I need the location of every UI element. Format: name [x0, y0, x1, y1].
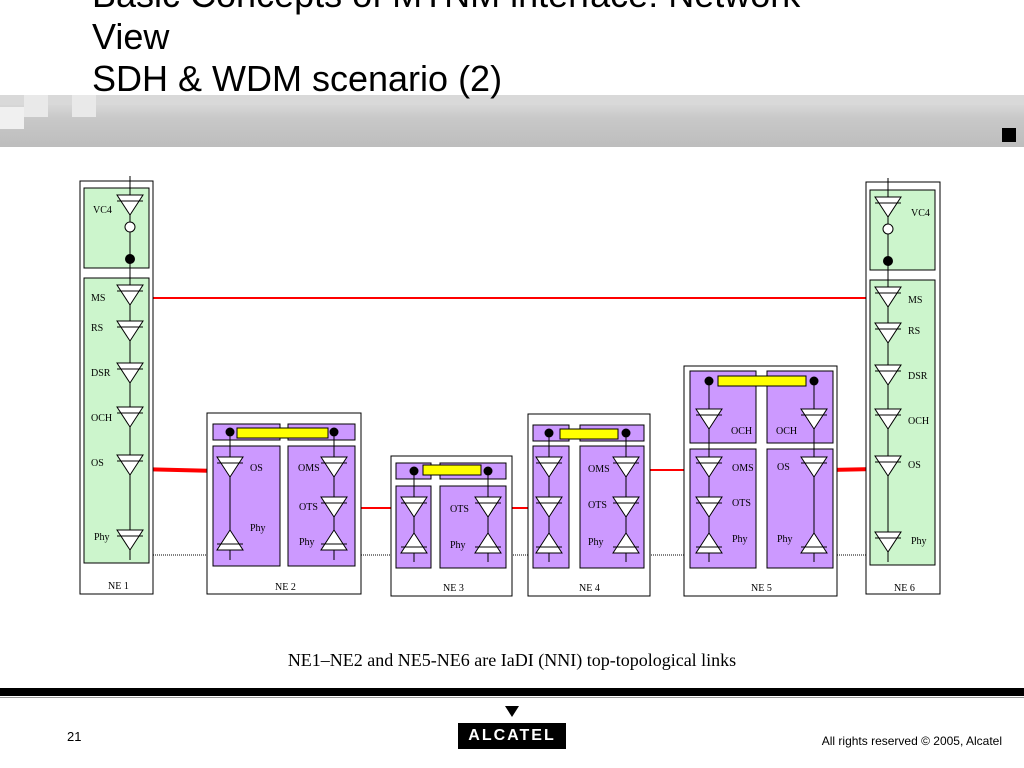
ne3: OTS Phy NE 3: [390, 455, 513, 597]
diagram-caption: NE1–NE2 and NE5-NE6 are IaDI (NNI) top-t…: [287, 650, 737, 670]
slide-title-line: SDH & WDM scenario (2): [92, 58, 503, 99]
ne6-layer-label: DSR: [908, 371, 928, 382]
ne1-layer-label: MS: [91, 293, 105, 304]
ne4-label: OTS: [588, 500, 607, 511]
ne1-layer-label: Phy: [94, 532, 110, 543]
square-bullet-icon: [1002, 128, 1016, 142]
ne5-name: NE 5: [751, 583, 772, 594]
ne3-label: Phy: [450, 540, 466, 551]
ne1-layer-label: RS: [91, 323, 103, 334]
ne6-layer-label: OCH: [908, 416, 929, 427]
logo-box: ALCATEL: [458, 723, 566, 749]
slide-title-line: Basic Concepts of MTNM interface: Networ…: [92, 0, 972, 16]
ne2-label: Phy: [299, 537, 315, 548]
footer-rule: [0, 688, 1024, 696]
page-number: 21: [67, 729, 82, 744]
ne6-name: NE 6: [894, 583, 915, 594]
ne6-layer-label: Phy: [911, 536, 927, 547]
ne6-layer-label: RS: [908, 326, 920, 337]
ne5: OCH OCH OMS OTS Phy OS Phy NE 5: [683, 365, 838, 597]
logo-text: ALCATEL: [468, 727, 556, 744]
decor-square: [72, 95, 96, 117]
footer-rule-thin: [0, 697, 1024, 698]
decor-square: [0, 107, 24, 129]
decor-square: [24, 95, 48, 117]
ne5-label: OS: [777, 462, 790, 473]
logo-triangle-icon: [505, 706, 519, 717]
ne2-label: Phy: [250, 523, 266, 534]
ne6-layer-label: MS: [908, 295, 922, 306]
title-band-stripe: [0, 95, 1024, 105]
ne1-layer-label: OCH: [91, 413, 112, 424]
ne1-name: NE 1: [108, 581, 129, 592]
ne4-name: NE 4: [579, 583, 600, 594]
ne4: OMS OTS Phy NE 4: [527, 413, 651, 597]
ne5-label: Phy: [732, 534, 748, 545]
ne3-label: OTS: [450, 504, 469, 515]
ne5-label: Phy: [777, 534, 793, 545]
ne6-layer-label: VC4: [911, 208, 930, 219]
ne2-name: NE 2: [275, 582, 296, 593]
ne4-label: OMS: [588, 464, 610, 475]
title-band: [0, 95, 1024, 147]
ne1-layer-label: VC4: [93, 205, 112, 216]
slide-title: Basic Concepts of MTNM interface: Networ…: [92, 0, 972, 100]
ne2: OS Phy OMS OTS Phy NE 2: [206, 412, 362, 595]
ne6-layer-label: OS: [908, 460, 921, 471]
ne3-name: NE 3: [443, 583, 464, 594]
alcatel-logo: ALCATEL: [458, 706, 566, 749]
ne1-layer-label: DSR: [91, 368, 111, 379]
ne5-label: OMS: [732, 463, 754, 474]
ne5-label: OCH: [731, 426, 752, 437]
network-diagram: VC4 MS RS DSR OCH OS Phy NE 1 OS Phy OMS…: [79, 176, 941, 597]
ne2-label: OMS: [298, 463, 320, 474]
ne5-label: OTS: [732, 498, 751, 509]
copyright: All rights reserved © 2005, Alcatel: [821, 734, 1002, 748]
slide-title-line: View: [92, 16, 170, 57]
ne6: VC4 MS RS DSR OCH OS Phy NE 6: [865, 178, 941, 595]
ne5-label: OCH: [776, 426, 797, 437]
ne1-layer-label: OS: [91, 458, 104, 469]
ne2-label: OTS: [299, 502, 318, 513]
ne2-label: OS: [250, 463, 263, 474]
ne4-label: Phy: [588, 537, 604, 548]
ne1: VC4 MS RS DSR OCH OS Phy NE 1: [79, 176, 154, 595]
